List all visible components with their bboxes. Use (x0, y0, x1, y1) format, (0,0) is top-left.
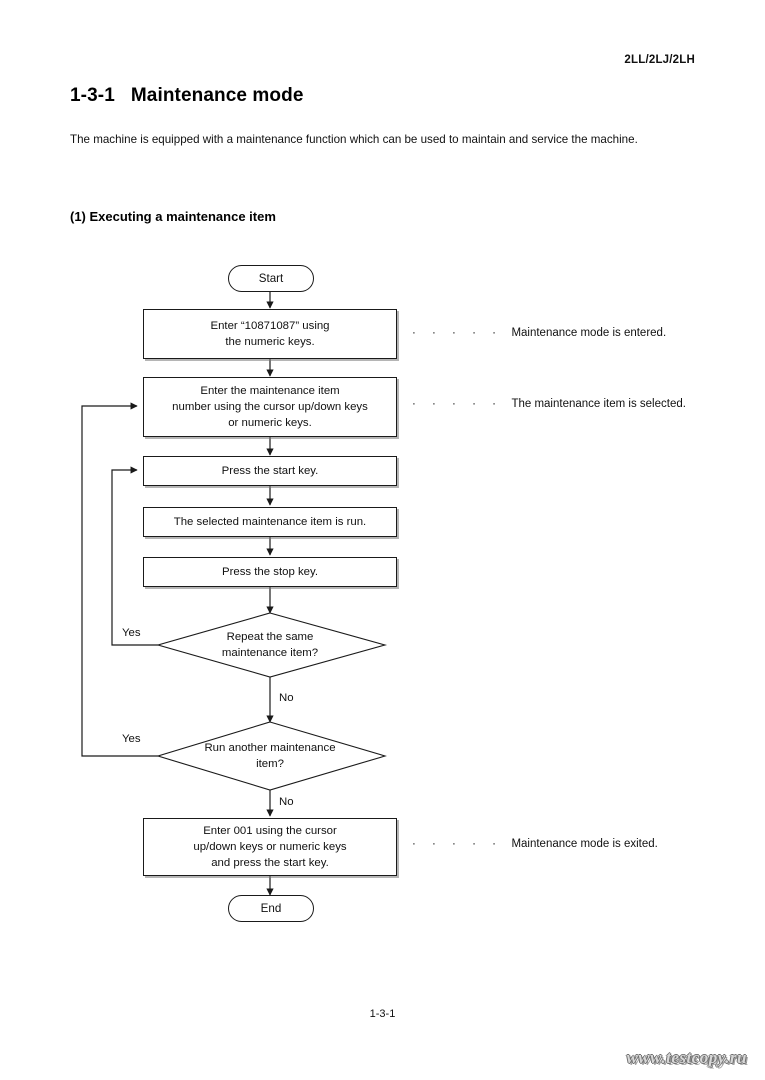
edge-label-d2-yes: Yes (122, 733, 141, 745)
intro-paragraph: The machine is equipped with a maintenan… (70, 133, 638, 146)
annotation-mode-exited: · · · · · Maintenance mode is exited. (412, 838, 658, 850)
flow-node-exit-maintenance: Enter 001 using the cursor up/down keys … (143, 818, 397, 876)
flow-node-enter-item-number-label: Enter the maintenance item number using … (172, 385, 368, 429)
subsection-heading: (1) Executing a maintenance item (70, 209, 276, 224)
annotation-mode-entered: · · · · · Maintenance mode is entered. (412, 327, 666, 339)
flow-node-press-stop-key: Press the stop key. (143, 557, 397, 587)
annotation-text: Maintenance mode is entered. (511, 327, 667, 339)
flow-node-start: Start (228, 265, 314, 292)
document-code: 2LL/2LJ/2LH (624, 54, 695, 66)
page-title-number: 1-3-1 (70, 85, 115, 106)
annotation-dots: · · · · · (412, 397, 503, 410)
watermark: www.testcopy.ru (626, 1048, 747, 1067)
annotation-dots: · · · · · (412, 326, 503, 339)
page-title: 1-3-1 Maintenance mode (70, 85, 304, 107)
flow-node-exit-maintenance-label: Enter 001 using the cursor up/down keys … (193, 825, 347, 869)
annotation-item-selected: · · · · · The maintenance item is select… (412, 398, 686, 410)
flow-node-repeat-same-item: Repeat the same maintenance item? (221, 631, 319, 659)
annotation-text: The maintenance item is selected. (511, 398, 686, 410)
edge-label-d1-no: No (279, 692, 294, 704)
flow-node-press-start-key: Press the start key. (143, 456, 397, 486)
edge-label-d1-yes: Yes (122, 627, 141, 639)
flow-node-start-label: Start (258, 272, 284, 285)
flow-node-enter-code-label: Enter “10871087” using the numeric keys. (210, 320, 330, 348)
flow-node-run-another-item: Run another maintenance item? (204, 742, 336, 770)
annotation-text: Maintenance mode is exited. (511, 838, 658, 850)
flow-node-end-label: End (260, 902, 282, 915)
flow-node-end: End (228, 895, 314, 922)
page-number: 1-3-1 (369, 1008, 396, 1020)
flow-node-press-stop-key-label: Press the stop key. (221, 566, 319, 578)
flow-node-enter-item-number: Enter the maintenance item number using … (143, 377, 397, 437)
page-title-text: Maintenance mode (130, 85, 304, 106)
flow-node-item-is-run: The selected maintenance item is run. (143, 507, 397, 537)
annotation-dots: · · · · · (412, 837, 503, 850)
edge-label-d2-no: No (279, 796, 294, 808)
flow-node-item-is-run-label: The selected maintenance item is run. (173, 516, 367, 528)
flow-node-press-start-key-label: Press the start key. (221, 465, 319, 477)
flow-node-enter-code: Enter “10871087” using the numeric keys. (143, 309, 397, 359)
